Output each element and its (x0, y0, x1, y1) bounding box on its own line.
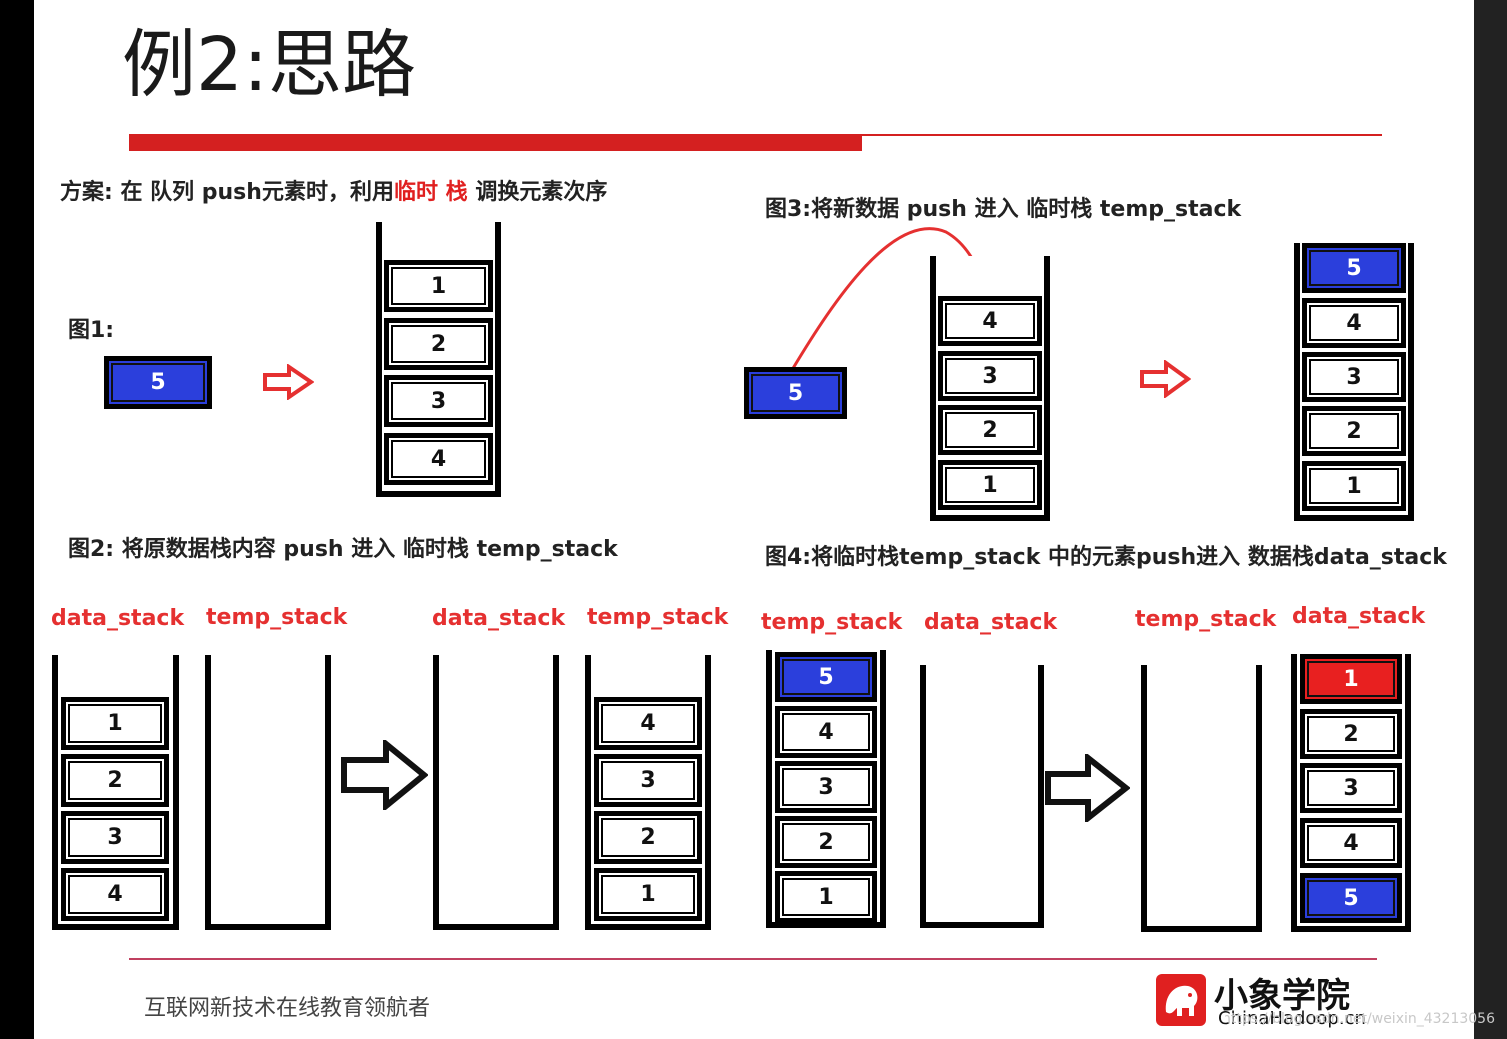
slide: 例2:思路 方案: 在 队列 push元素时，利用临时 栈 调换元素次序 图1:… (34, 0, 1474, 1039)
fig1-stack: 1 2 3 4 (376, 222, 501, 497)
stack-cell: 2 (775, 816, 877, 868)
title-underline-thick (129, 134, 862, 151)
fig4-arrow-icon (1045, 754, 1130, 822)
stack-cell: 4 (384, 433, 493, 485)
footer-divider (129, 958, 1377, 960)
fig3-arrow-icon (1140, 360, 1191, 398)
stack-cell: 3 (1300, 763, 1402, 813)
stack-cell: 5 (1302, 243, 1406, 293)
stack-cell: 2 (1302, 406, 1406, 456)
stack-cell: 4 (594, 697, 702, 750)
stack-cell: 4 (61, 868, 169, 921)
fig2-before-left-label: data_stack (51, 606, 185, 631)
brand-name-cn: 小象学院 (1214, 976, 1350, 1016)
stack-cell: 4 (1302, 298, 1406, 348)
fig2-after-data-stack (433, 655, 559, 930)
right-strip (1474, 0, 1507, 1039)
stack-cell: 3 (61, 811, 169, 864)
fig4-after-right-label: data_stack (1292, 604, 1426, 629)
stack-cell: 4 (775, 706, 877, 758)
elephant-logo-icon (1156, 974, 1206, 1026)
fig1-arrow-icon (263, 364, 314, 400)
fig2-before-temp-stack (205, 655, 331, 930)
fig3-before-stack: 4 3 2 1 (930, 256, 1050, 521)
stack-cell: 3 (775, 761, 877, 813)
fig1-caption: 图1: (68, 318, 115, 343)
fig2-before-right-label: temp_stack (206, 605, 348, 630)
fig3-after-stack: 5 4 3 2 1 (1294, 243, 1414, 521)
stack-cell: 4 (1300, 818, 1402, 868)
approach-text: 方案: 在 队列 push元素时，利用临时 栈 调换元素次序 (60, 182, 607, 204)
stack-cell: 3 (384, 375, 493, 427)
stack-cell: 1 (938, 460, 1042, 510)
stack-cell: 5 (1300, 873, 1402, 923)
fig4-caption: 图4:将临时栈temp_stack 中的元素push进入 数据栈data_sta… (765, 545, 1447, 570)
title-underline-thin (862, 134, 1382, 136)
stack-cell: 1 (61, 697, 169, 750)
fig1-new-item: 5 (104, 356, 212, 409)
watermark-text: https://blog.csdn.net/weixin_43213056 (1225, 1011, 1495, 1027)
stack-cell: 5 (775, 652, 877, 702)
stack-cell: 2 (938, 405, 1042, 455)
fig4-before-left-label: temp_stack (761, 610, 903, 635)
stack-cell: 1 (775, 871, 877, 923)
fig2-arrow-icon (341, 740, 428, 810)
fig4-before-right-label: data_stack (924, 610, 1058, 635)
stack-cell: 3 (594, 754, 702, 807)
stack-cell: 3 (1302, 352, 1406, 402)
fig4-after-data-stack: 1 2 3 4 5 (1291, 654, 1411, 932)
stack-cell: 1 (384, 260, 493, 312)
footer-slogan: 互联网新技术在线教育领航者 (144, 996, 431, 1021)
approach-highlight-stack: 栈 (445, 180, 468, 205)
approach-highlight-temp: 临时 (393, 180, 438, 205)
stack-cell: 1 (594, 868, 702, 921)
fig2-caption: 图2: 将原数据栈内容 push 进入 临时栈 temp_stack (68, 537, 618, 562)
fig4-after-left-label: temp_stack (1135, 607, 1277, 632)
stack-cell: 2 (594, 811, 702, 864)
fig4-before-data-stack (920, 665, 1044, 928)
stack-cell: 1 (1300, 654, 1402, 704)
fig2-after-right-label: temp_stack (587, 605, 729, 630)
stack-cell: 4 (938, 296, 1042, 346)
approach-prefix: 方案: 在 队列 push元素时，利用 (60, 180, 394, 205)
stack-cell: 2 (61, 754, 169, 807)
fig3-caption: 图3:将新数据 push 进入 临时栈 temp_stack (765, 197, 1242, 222)
fig4-before-temp-stack: 5 4 3 2 1 (766, 650, 886, 928)
slide-title: 例2:思路 (122, 22, 417, 108)
stack-cell: 2 (1300, 709, 1402, 759)
stack-cell: 2 (384, 318, 493, 370)
stack-cell: 1 (1302, 461, 1406, 511)
stack-cell: 3 (938, 351, 1042, 401)
fig3-new-item: 5 (744, 367, 847, 419)
fig2-after-left-label: data_stack (432, 606, 566, 631)
fig4-after-temp-stack (1141, 665, 1262, 932)
fig2-after-temp-stack: 4 3 2 1 (585, 655, 711, 930)
approach-suffix: 调换元素次序 (475, 180, 608, 205)
fig2-before-data-stack: 1 2 3 4 (52, 655, 179, 930)
brand-name-en: ChinaHadoop.cn (1218, 1008, 1366, 1029)
